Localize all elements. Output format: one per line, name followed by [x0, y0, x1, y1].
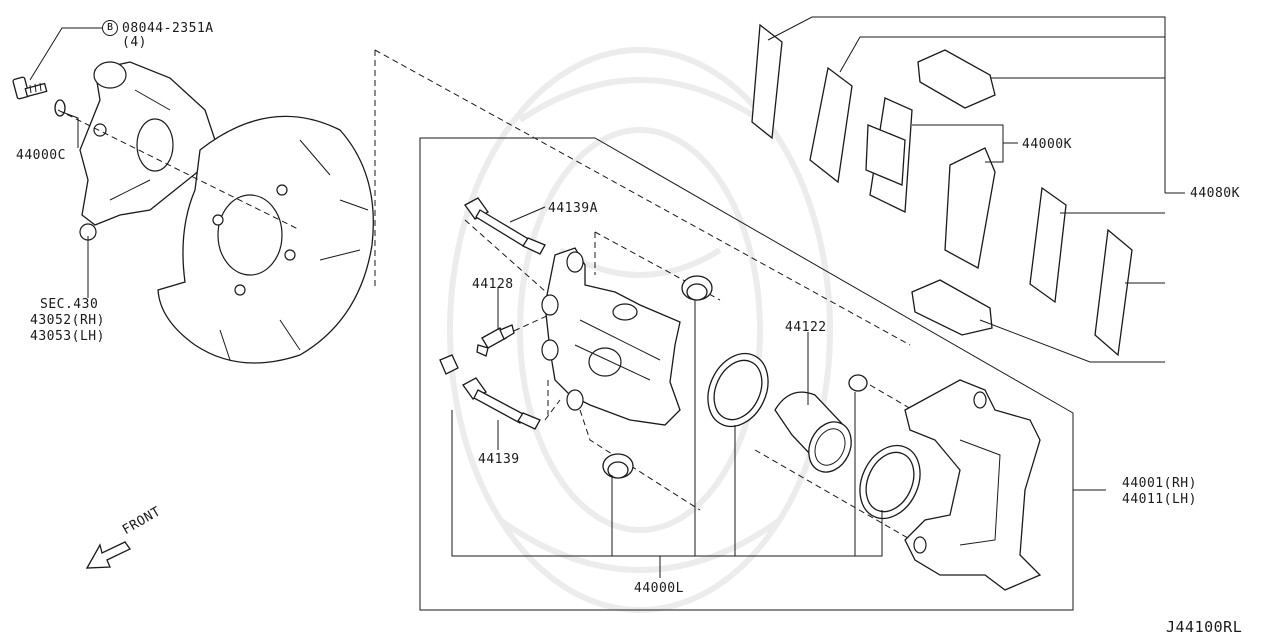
caliper-assembly-outline [419, 137, 1074, 611]
bolt-drawing [12, 76, 48, 100]
pin-bolt-drawing [462, 377, 541, 430]
bolt-marker-badge: B [102, 20, 118, 36]
caliper-bracket-drawing [904, 379, 1042, 591]
label-caliper-lh: 44011(LH) [1122, 492, 1197, 507]
pin-bolt-a-drawing [464, 197, 546, 255]
boot-drawing [602, 275, 713, 479]
bleeder-drawing [476, 324, 515, 357]
label-section-ref: SEC.430 [40, 297, 99, 312]
label-pin-bolt-a: 44139A [548, 201, 598, 216]
label-pin-bolt: 44139 [478, 452, 520, 467]
label-seal-kit: 44000L [634, 581, 684, 596]
label-bolt-qty: (4) [122, 35, 147, 50]
front-arrow [85, 541, 131, 569]
dust-boot-drawing [859, 444, 921, 520]
piston-drawing [774, 391, 852, 473]
label-bleeder: 44128 [472, 277, 514, 292]
knuckle-drawing [79, 61, 216, 241]
pads-and-shims-drawing [751, 23, 1133, 357]
backing-plate-drawing [157, 115, 374, 364]
bleeder-cap-drawing [439, 354, 459, 375]
leader-lines [29, 16, 1185, 578]
label-piston: 44122 [785, 320, 827, 335]
label-knuckle-rh: 43052(RH) [30, 313, 105, 328]
label-bolt-part: 08044-2351A [122, 21, 214, 36]
label-pad-set: 44000K [1022, 137, 1072, 152]
piston-seal-drawing [707, 352, 769, 428]
bushing-drawing [848, 374, 868, 392]
diagram-code: J44100RL [1166, 618, 1243, 636]
label-hardware-kit: 44080K [1190, 186, 1240, 201]
label-washer: 44000C [16, 148, 66, 163]
caliper-body-drawing [541, 247, 681, 426]
label-caliper-rh: 44001(RH) [1122, 476, 1197, 491]
label-knuckle-lh: 43053(LH) [30, 329, 105, 344]
washer-drawing [54, 99, 66, 117]
